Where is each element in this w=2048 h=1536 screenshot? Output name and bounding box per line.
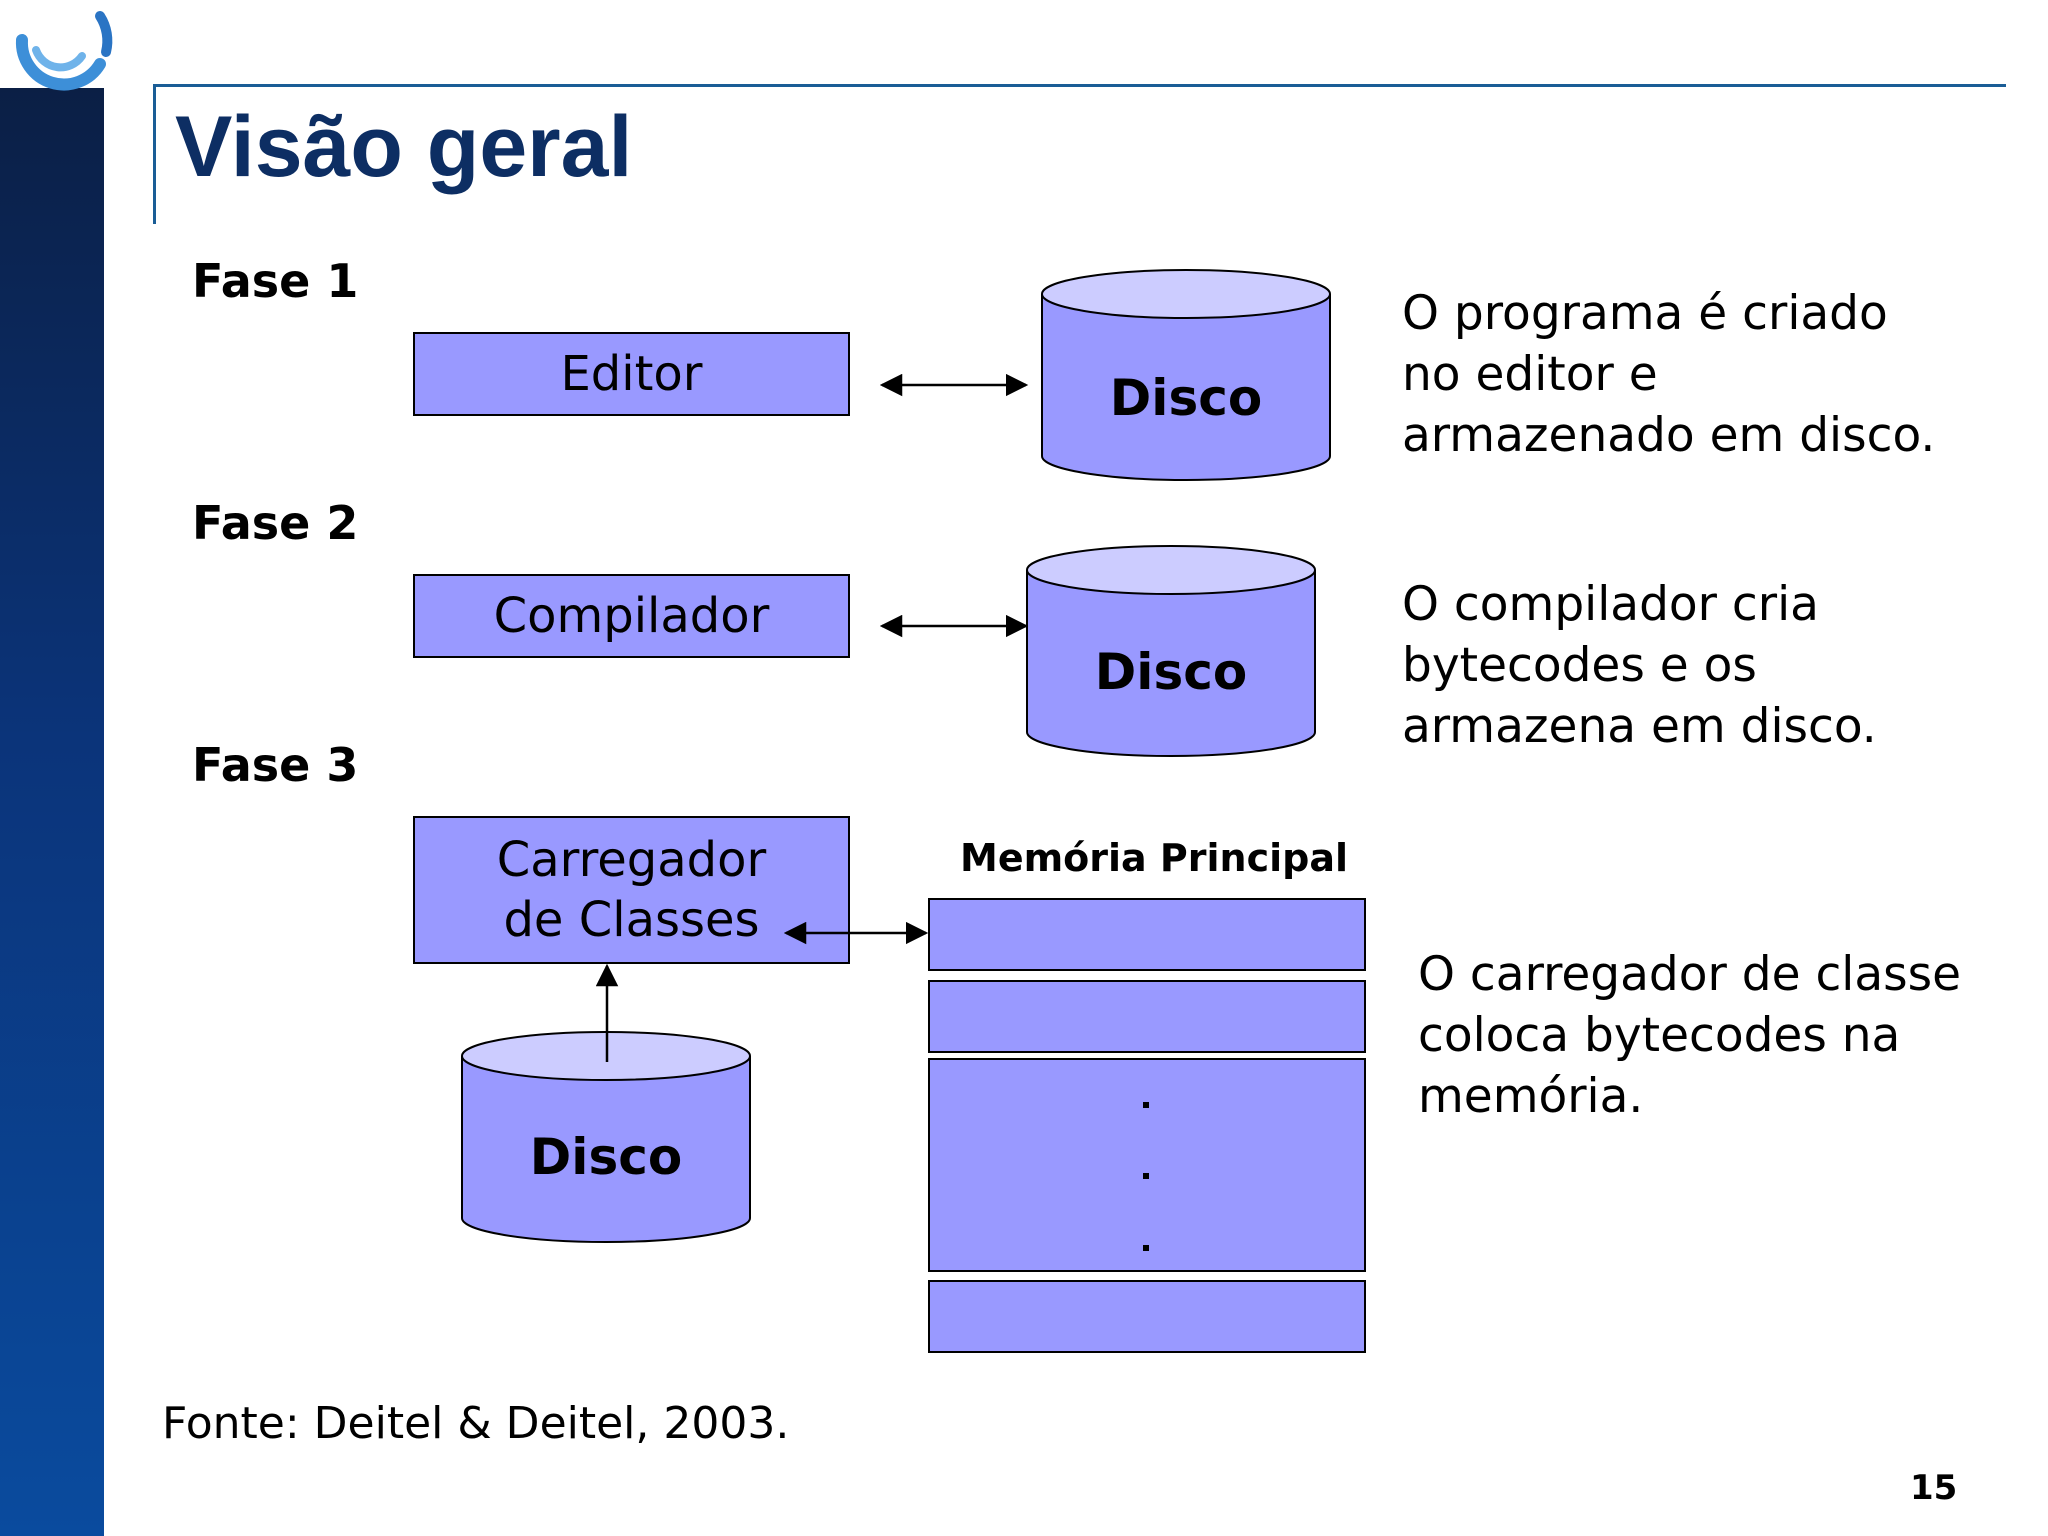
description-line: O carregador de classe (1418, 947, 1962, 1002)
cylinder-shape (1041, 269, 1331, 481)
phase-2-description: O compilador cria bytecodes e os armazen… (1402, 574, 1877, 757)
class-loader-line: de Classes (503, 892, 760, 948)
disk-cylinder-2: Disco (1025, 544, 1317, 758)
class-loader-box: Carregador de Classes (413, 816, 850, 964)
disk-label: Disco (529, 1128, 683, 1186)
phase-1-description: O programa é criado no editor e armazena… (1402, 283, 1935, 466)
class-loader-line: Carregador (496, 832, 767, 888)
description-line: O compilador cria (1402, 577, 1819, 632)
sidebar-band (0, 88, 104, 1536)
phase-3-label: Fase 3 (192, 738, 359, 792)
memory-cell (928, 980, 1366, 1053)
disk-cylinder-1: Disco (1040, 268, 1332, 482)
compiler-label: Compilador (493, 588, 770, 644)
disk-cylinder-3: Disco (460, 1030, 752, 1244)
phase-1-label: Fase 1 (192, 254, 359, 308)
description-line: O programa é criado (1402, 286, 1888, 341)
editor-box: Editor (413, 332, 850, 416)
description-line: coloca bytecodes na (1418, 1008, 1901, 1063)
title-rule (153, 84, 2006, 87)
ellipsis-dot (1143, 1245, 1149, 1251)
memory-cell-ellipsis (928, 1058, 1366, 1272)
main-memory-title: Memória Principal (960, 836, 1349, 880)
disk-label: Disco (1109, 369, 1263, 427)
phase-3-description: O carregador de classe coloca bytecodes … (1418, 944, 1961, 1127)
page-number: 15 (1910, 1468, 1958, 1508)
description-line: bytecodes e os (1402, 638, 1757, 693)
title-rule-vertical (153, 84, 156, 224)
compiler-box: Compilador (413, 574, 850, 658)
slide-title: Visão geral (175, 99, 633, 195)
memory-cell (928, 898, 1366, 971)
description-line: armazena em disco. (1402, 699, 1877, 754)
logo-icon (15, 11, 113, 91)
memory-cell (928, 1280, 1366, 1353)
cylinder-shape (1026, 545, 1316, 757)
phase-2-label: Fase 2 (192, 496, 359, 550)
editor-label: Editor (560, 346, 703, 402)
description-line: no editor e (1402, 347, 1658, 402)
description-line: armazenado em disco. (1402, 408, 1936, 463)
ellipsis-dot (1143, 1102, 1149, 1108)
class-loader-label: Carregador de Classes (497, 830, 766, 950)
cylinder-shape (461, 1031, 751, 1243)
ellipsis-dot (1143, 1173, 1149, 1179)
description-line: memória. (1418, 1069, 1644, 1124)
disk-label: Disco (1094, 643, 1248, 701)
source-citation: Fonte: Deitel & Deitel, 2003. (162, 1398, 790, 1449)
